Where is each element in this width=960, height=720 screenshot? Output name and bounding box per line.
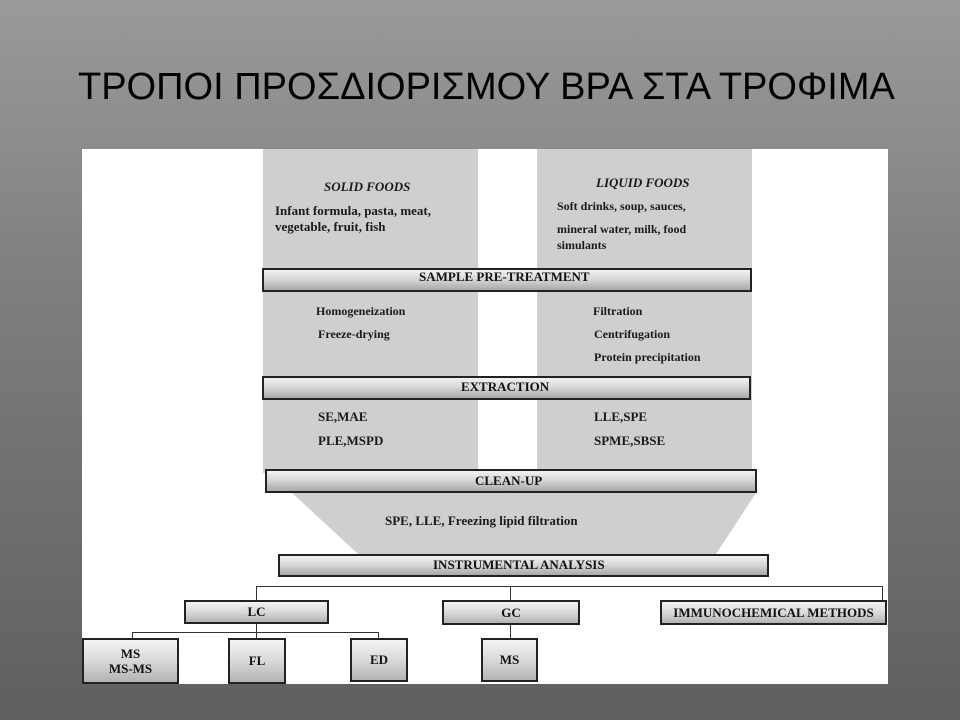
pretreatment-liquid-2: Centrifugation (594, 327, 670, 341)
connector-ed (378, 632, 379, 638)
connector-lc-horizontal (132, 632, 379, 633)
instrumental-analysis-bar: INSTRUMENTAL ANALYSIS (278, 554, 769, 577)
fl-box: FL (228, 638, 286, 684)
pretreatment-label: SAMPLE PRE-TREATMENT (419, 269, 590, 284)
solid-foods-line2: vegetable, fruit, fish (275, 219, 386, 234)
immunochemical-methods-box: IMMUNOCHEMICAL METHODS (660, 600, 887, 625)
connector-ms (132, 632, 133, 638)
diagram-panel: SOLID FOODS Infant formula, pasta, meat,… (82, 149, 888, 684)
ms-label: MS (120, 646, 141, 661)
solid-foods-line1: Infant formula, pasta, meat, (275, 203, 431, 218)
pretreatment-solid-2: Freeze-drying (318, 327, 390, 341)
instrumental-analysis-label: INSTRUMENTAL ANALYSIS (433, 557, 605, 572)
solid-foods-heading: SOLID FOODS (324, 179, 411, 194)
connector-immuno (882, 586, 883, 600)
extraction-solid-2: PLE,MSPD (318, 433, 384, 448)
pretreatment-liquid-1: Filtration (593, 304, 643, 318)
connector-gc (510, 586, 511, 600)
ms-ms-label: MS-MS (108, 661, 153, 676)
solid-foods-column (263, 149, 478, 473)
cleanup-funnel (289, 490, 758, 554)
liquid-foods-line1: Soft drinks, soup, sauces, (557, 199, 686, 213)
connector-lc-down (256, 624, 257, 632)
lc-box: LC (184, 600, 329, 624)
pretreatment-liquid-3: Protein precipitation (594, 350, 701, 364)
cleanup-methods: SPE, LLE, Freezing lipid filtration (385, 513, 578, 528)
slide-title: ΤΡΟΠΟΙ ΠΡΟΣΔΙΟΡΙΣΜΟΥ ΒΡΑ ΣΤΑ ΤΡΟΦΙΜΑ (78, 66, 895, 108)
extraction-liquid-1: LLE,SPE (594, 409, 648, 424)
liquid-foods-column (537, 149, 752, 473)
extraction-label: EXTRACTION (461, 379, 550, 394)
ms-msms-box: MS MS-MS (82, 638, 179, 684)
extraction-bar: EXTRACTION (262, 376, 751, 400)
cleanup-bar: CLEAN-UP (265, 469, 757, 493)
connector-fl (256, 632, 257, 638)
extraction-solid-1: SE,MAE (318, 409, 368, 424)
connector-horizontal-top (256, 586, 882, 587)
connector-lc (256, 586, 257, 600)
pretreatment-bar: SAMPLE PRE-TREATMENT (262, 268, 752, 292)
ed-box: ED (350, 638, 408, 682)
cleanup-label: CLEAN-UP (475, 473, 543, 488)
connector-gc-ms (510, 625, 511, 638)
extraction-liquid-2: SPME,SBSE (594, 433, 666, 448)
gc-ms-box: MS (481, 638, 538, 682)
pretreatment-solid-1: Homogeneization (316, 304, 406, 318)
gc-box: GC (442, 600, 580, 625)
liquid-foods-line2: mineral water, milk, food (557, 222, 687, 236)
liquid-foods-heading: LIQUID FOODS (596, 175, 690, 190)
liquid-foods-line3: simulants (557, 238, 607, 252)
